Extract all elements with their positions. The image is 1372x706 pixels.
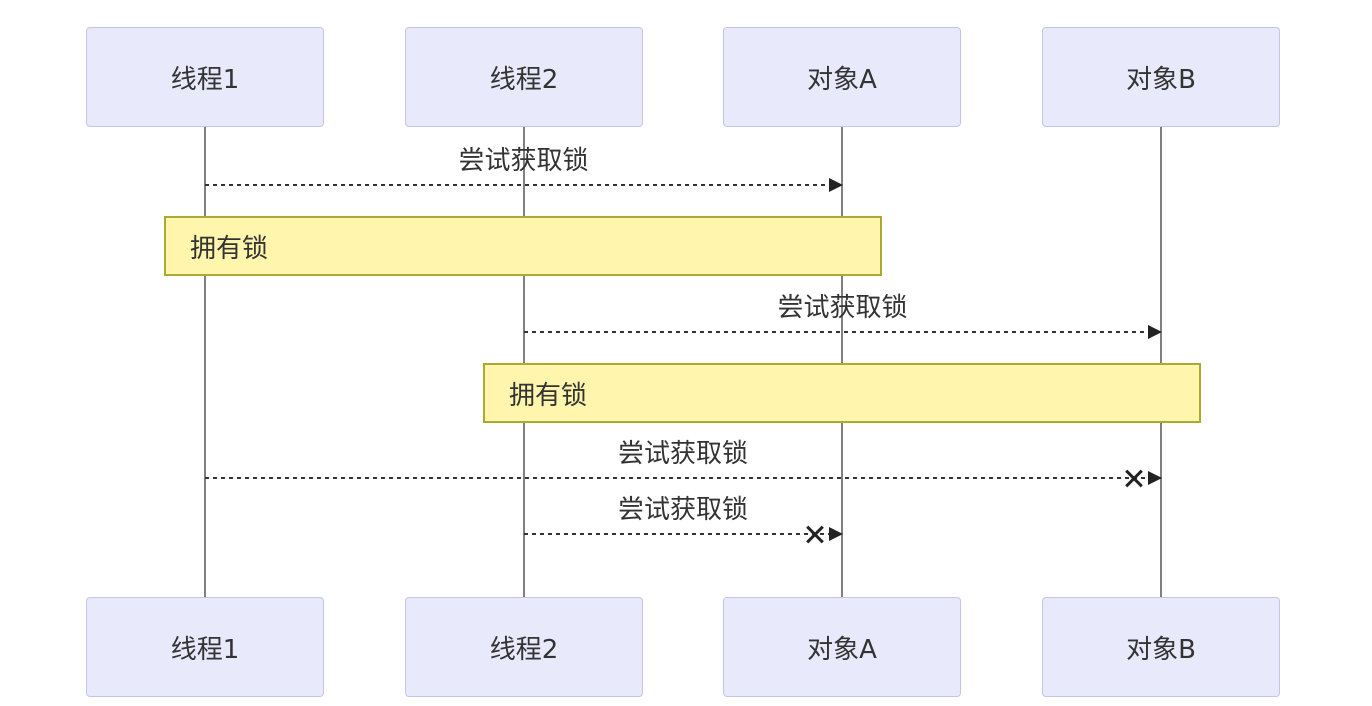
participant-object-a-bottom: 对象A — [723, 597, 961, 697]
dashed-line — [524, 331, 1161, 333]
participant-thread1-bottom: 线程1 — [86, 597, 324, 697]
message-label: 尝试获取锁 — [617, 495, 748, 525]
dashed-line — [205, 477, 1161, 479]
cross-icon — [805, 524, 825, 544]
participant-thread2-bottom: 线程2 — [405, 597, 643, 697]
note-own-lock-2: 拥有锁 — [483, 363, 1201, 423]
lifeline-object-b — [1160, 127, 1162, 597]
lifeline-thread2 — [523, 127, 525, 597]
note-own-lock-1: 拥有锁 — [164, 216, 882, 276]
message-label: 尝试获取锁 — [458, 146, 589, 176]
dashed-line — [205, 184, 842, 186]
participant-thread1-top: 线程1 — [86, 27, 324, 127]
message-label: 尝试获取锁 — [617, 439, 748, 469]
arrowhead-icon — [1148, 325, 1162, 339]
participant-object-b-top: 对象B — [1042, 27, 1280, 127]
participant-thread2-top: 线程2 — [405, 27, 643, 127]
arrowhead-icon — [1148, 471, 1162, 485]
lifeline-thread1 — [204, 127, 206, 597]
dashed-line — [524, 533, 842, 535]
arrowhead-icon — [829, 178, 843, 192]
participant-object-b-bottom: 对象B — [1042, 597, 1280, 697]
participant-object-a-top: 对象A — [723, 27, 961, 127]
message-label: 尝试获取锁 — [777, 293, 908, 323]
arrowhead-icon — [829, 527, 843, 541]
cross-icon — [1124, 468, 1144, 488]
lifeline-object-a — [841, 127, 843, 597]
